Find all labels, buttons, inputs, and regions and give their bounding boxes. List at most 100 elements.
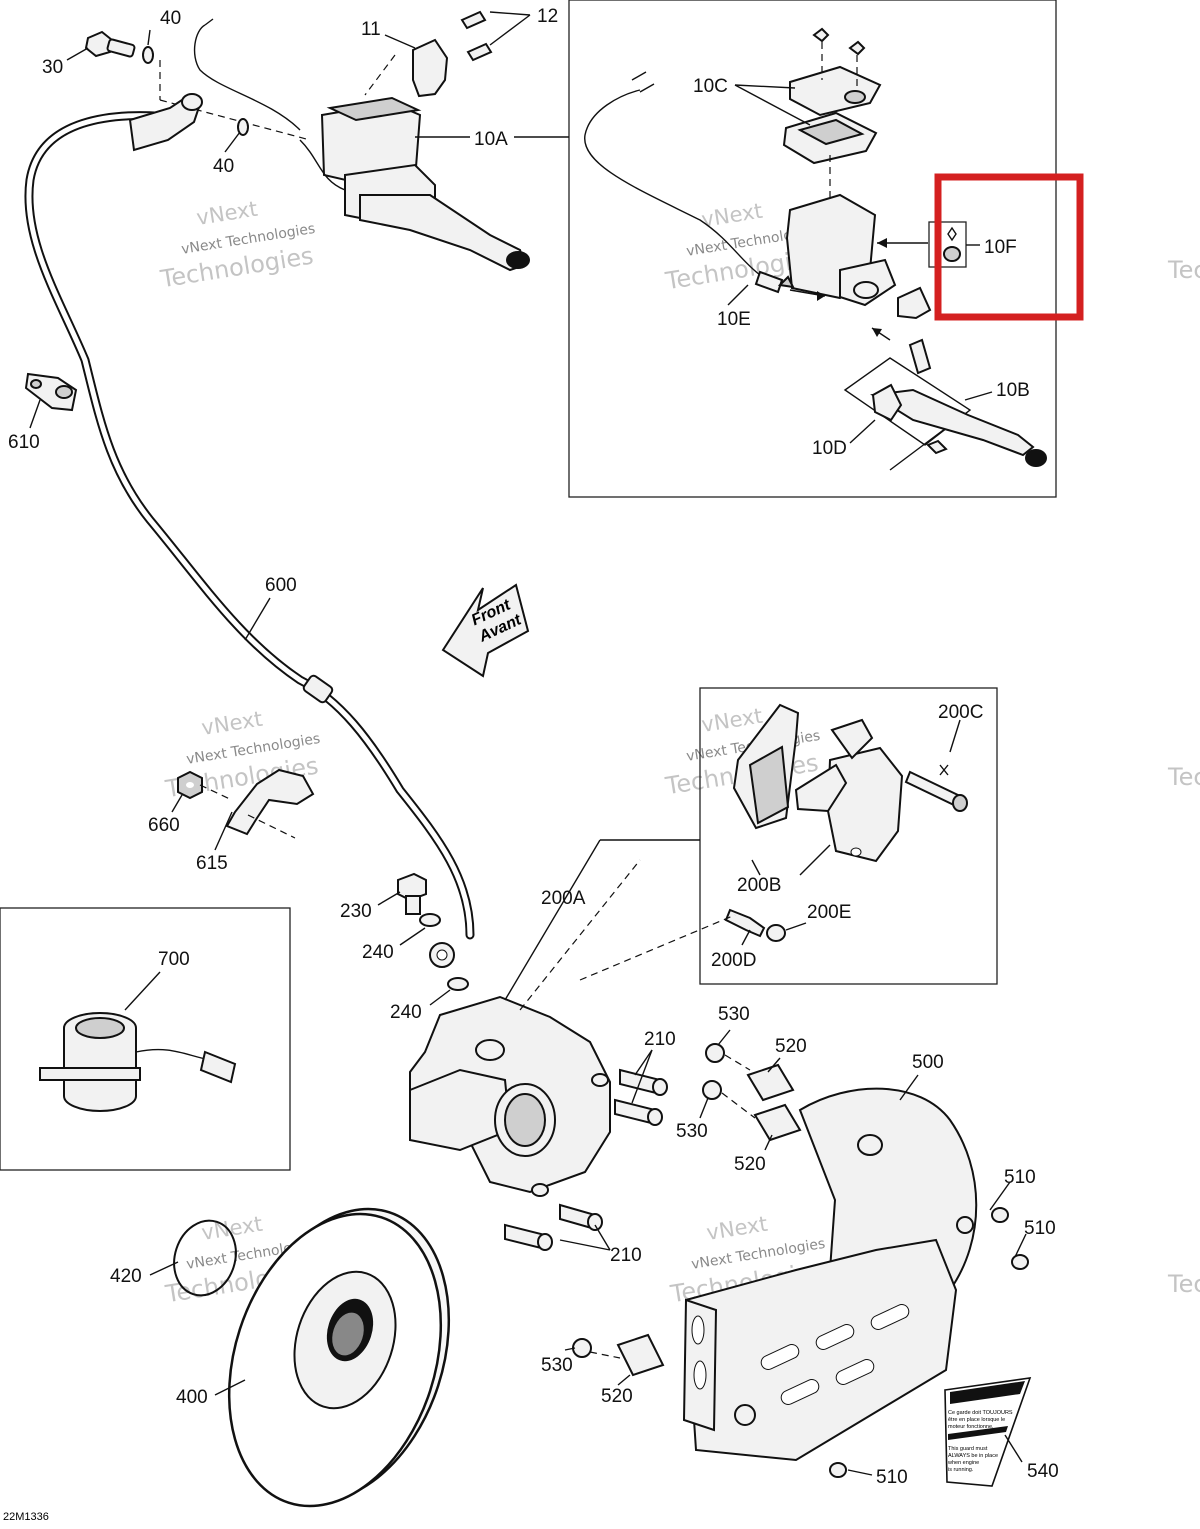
callout-510: 510 (1024, 1218, 1056, 1239)
watermark-text: vNext (200, 1212, 264, 1245)
callout-200D: 200D (711, 950, 756, 971)
bolt-510-bottom (829, 1462, 847, 1478)
callout-500: 500 (912, 1052, 944, 1073)
callout-520: 520 (734, 1154, 766, 1175)
brake-pad-kit (724, 703, 968, 942)
pad-pin (904, 770, 962, 808)
master-cylinder-assembly-left (84, 10, 530, 272)
drawing-number: 22M1336 (3, 1511, 49, 1523)
callout-615: 615 (196, 853, 228, 874)
callout-210: 210 (610, 1245, 642, 1266)
decal-text: This guard must (948, 1446, 988, 1452)
pad-spring (794, 763, 848, 813)
watermark-text: Technologies (1167, 1270, 1200, 1298)
watermark-text: Technologies (1167, 256, 1200, 284)
callout-600: 600 (265, 575, 297, 596)
hose-clip-610 (24, 372, 78, 412)
washer-40-bottom (237, 118, 249, 136)
sensor-detail-box (0, 907, 291, 1171)
callout-40: 40 (160, 8, 181, 29)
callout-400: 400 (176, 1387, 208, 1408)
watermark-text: vNext (705, 1212, 769, 1245)
callout-210: 210 (644, 1029, 676, 1050)
pivot-nut (926, 439, 948, 455)
washer-240-top (419, 913, 441, 927)
watermark-text: vNext (200, 707, 264, 740)
master-cylinder-detail (584, 27, 1047, 471)
screws-12 (460, 10, 493, 62)
lever-bracket-10D (871, 383, 903, 422)
callout-10B: 10B (996, 380, 1030, 401)
brake-switch-10E (754, 270, 784, 294)
watermark-text: vNext (195, 197, 259, 230)
spacer-520-b (753, 1103, 802, 1142)
reservoir-cap-10C (789, 65, 882, 117)
watermark-group: vNext vNext Technologies Technologies vN… (158, 197, 1200, 1309)
callout-540: 540 (1027, 1461, 1059, 1482)
banjo-bolt-230 (397, 872, 427, 902)
decal-text: Ce garde doit TOUJOURS (948, 1410, 1013, 1416)
callout-11: 11 (361, 19, 381, 40)
washer-40-top (142, 46, 154, 64)
callout-230: 230 (340, 901, 372, 922)
decal-text: être en place lorsque le (948, 1417, 1005, 1423)
watermark-text: vNext (700, 704, 764, 737)
callout-40: 40 (213, 156, 234, 177)
decal-text: ALWAYS be in place (948, 1453, 998, 1459)
brake-pad-right (826, 746, 904, 863)
bolt-530-c (572, 1338, 592, 1358)
hose-clip-parts (177, 768, 315, 839)
callout-10C: 10C (693, 76, 728, 97)
front-direction-arrow: Front Avant (441, 583, 530, 678)
callout-610: 610 (8, 432, 40, 453)
callout-420: 420 (110, 1266, 142, 1287)
clamp-615 (225, 768, 315, 836)
callout-10A: 10A (474, 129, 508, 150)
bleeder-cap-200E (766, 924, 786, 942)
caliper-200A (409, 995, 611, 1197)
brake-pad-kit-detail-box (699, 687, 998, 985)
callout-10F: 10F (984, 237, 1017, 258)
warning-decal-540: Ce garde doit TOUJOURS être en place lor… (944, 1377, 1032, 1487)
callout-530: 530 (718, 1004, 750, 1025)
callout-510: 510 (1004, 1167, 1036, 1188)
brake-lever (359, 194, 527, 272)
callout-200E: 200E (807, 902, 851, 923)
bolt-530-b (702, 1080, 722, 1100)
banjo-fitting (128, 94, 202, 152)
decal-text: is running. (948, 1467, 974, 1473)
brake-hose-600 (24, 111, 475, 940)
lever-boot (897, 286, 932, 320)
guard-bracket (682, 1207, 1029, 1478)
bolt-510-a (991, 1207, 1009, 1223)
callout-200C: 200C (938, 702, 983, 723)
brake-rotor-400 (173, 1207, 451, 1508)
callout-200A: 200A (541, 888, 586, 909)
callout-12: 12 (537, 6, 558, 27)
callout-520: 520 (601, 1386, 633, 1407)
clamp-11 (412, 38, 449, 98)
callout-labels: 40 30 11 12 10A 40 10C 10F 10E 10B 10D 6… (8, 6, 1059, 1488)
spacer-520-a (746, 1063, 795, 1102)
decal-text: moteur fonctionne. (948, 1424, 994, 1430)
callout-200B: 200B (737, 875, 781, 896)
callout-30: 30 (42, 57, 63, 78)
brake-lever-10B (870, 388, 1035, 457)
callout-510: 510 (876, 1467, 908, 1488)
speed-sensor-700 (39, 1012, 237, 1112)
decal-text: when engine (947, 1460, 979, 1466)
callout-10D: 10D (812, 438, 847, 459)
callout-530: 530 (541, 1355, 573, 1376)
bolt-510-b (1011, 1254, 1029, 1270)
highlight-box-10F (934, 173, 1084, 321)
o-ring-420 (173, 1219, 237, 1297)
callout-660: 660 (148, 815, 180, 836)
callout-520: 520 (775, 1036, 807, 1057)
banjo-bolt-group (397, 872, 469, 991)
watermark-text: Technologies (1167, 763, 1200, 791)
spacer-520-c (616, 1333, 665, 1377)
bleeder-200D (724, 908, 766, 938)
mount-bolts (504, 1043, 802, 1377)
